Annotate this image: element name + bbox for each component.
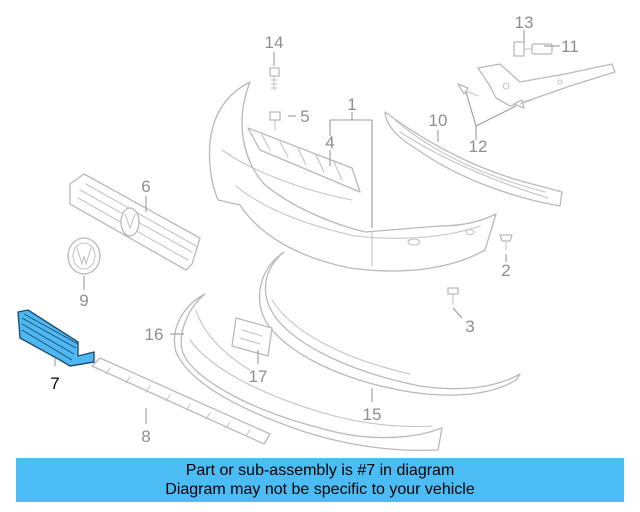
leader-lines <box>54 30 560 424</box>
part-3-screw <box>447 287 459 305</box>
info-banner-line-2: Diagram may not be specific to your vehi… <box>165 481 475 498</box>
callout-12: 12 <box>469 137 488 156</box>
part-9-emblem <box>67 237 101 275</box>
callout-17: 17 <box>249 367 268 386</box>
callout-5: 5 <box>300 107 309 126</box>
part-17-plate-bracket <box>231 317 273 357</box>
part-12-screws <box>457 83 533 109</box>
callout-9: 9 <box>79 291 88 310</box>
callout-14: 14 <box>265 33 284 52</box>
part-2-screw <box>499 234 513 251</box>
part-14-bolt <box>269 67 280 91</box>
parts-diagram: 1 2 3 4 5 6 7 8 9 10 11 12 13 14 15 16 1… <box>17 13 616 451</box>
info-banner: Part or sub-assembly is #7 in diagram Di… <box>16 458 624 502</box>
info-banner-line-1: Part or sub-assembly is #7 in diagram <box>185 462 455 479</box>
part-11-bracket <box>477 63 616 107</box>
callout-6: 6 <box>141 177 150 196</box>
part-1-bumper-cover <box>208 81 497 272</box>
part-13-bolt <box>513 41 553 57</box>
part-10-reinforcement <box>384 111 563 207</box>
callout-3: 3 <box>465 317 474 336</box>
part-5-clip <box>269 111 281 131</box>
callout-1: 1 <box>347 95 356 114</box>
callout-4: 4 <box>325 133 334 152</box>
callout-7: 7 <box>50 374 59 393</box>
part-8-lower-grille <box>91 357 271 445</box>
part-15-spoiler-lip <box>259 251 521 396</box>
callout-16: 16 <box>145 325 164 344</box>
part-4-grille-insert <box>247 127 361 193</box>
part-16-lower-deflector <box>173 293 443 451</box>
part-6-grille <box>69 173 201 271</box>
callout-13: 13 <box>515 13 534 32</box>
callout-8: 8 <box>141 427 150 446</box>
callout-2: 2 <box>501 261 510 280</box>
part-7-side-grille <box>17 309 95 367</box>
callout-15: 15 <box>363 405 382 424</box>
callout-11: 11 <box>561 37 579 56</box>
callout-10: 10 <box>429 111 448 130</box>
